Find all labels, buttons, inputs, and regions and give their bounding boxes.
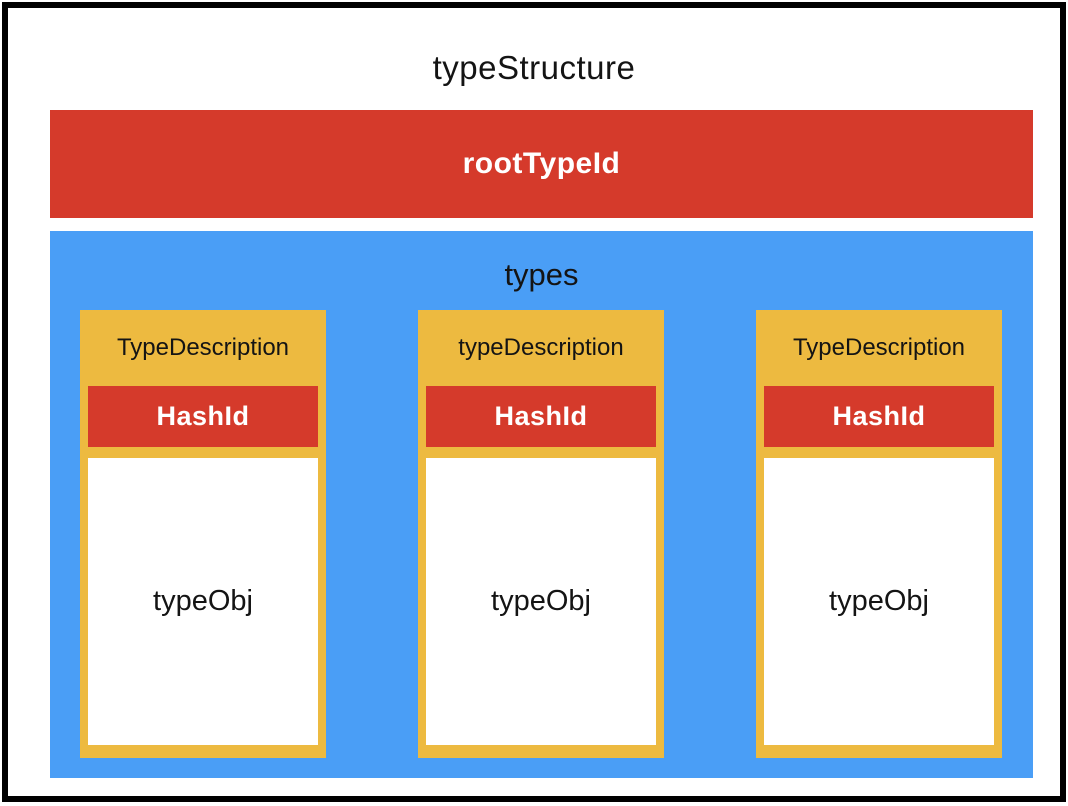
diagram-title: typeStructure	[432, 49, 636, 86]
types-label: types	[504, 257, 579, 292]
root-type-id-label: rootTypeId	[462, 147, 621, 180]
hash-id-label: HashId	[832, 401, 926, 431]
type-obj-box: typeObj	[426, 458, 656, 745]
hash-id-label: HashId	[494, 401, 588, 431]
type-obj-label: typeObj	[829, 585, 929, 617]
type-description-header: TypeDescription	[792, 334, 966, 361]
type-obj-box: typeObj	[88, 458, 318, 745]
hash-id-label: HashId	[156, 401, 250, 431]
type-description-card-2: typeDescription HashId typeObj	[418, 310, 664, 758]
type-obj-label: typeObj	[491, 585, 591, 617]
hash-id-bar: HashId	[764, 386, 994, 447]
hash-id-bar: HashId	[426, 386, 656, 447]
hash-id-bar: HashId	[88, 386, 318, 447]
type-description-header: typeDescription	[458, 334, 624, 361]
type-description-header: TypeDescription	[116, 334, 290, 361]
type-obj-label: typeObj	[153, 585, 253, 617]
type-obj-box: typeObj	[764, 458, 994, 745]
types-container: types TypeDescription HashId typeObj typ…	[50, 231, 1033, 778]
type-cards-row: TypeDescription HashId typeObj typeDescr…	[80, 310, 1002, 758]
type-description-card-1: TypeDescription HashId typeObj	[80, 310, 326, 758]
root-type-id-bar: rootTypeId	[50, 110, 1033, 218]
type-description-card-3: TypeDescription HashId typeObj	[756, 310, 1002, 758]
